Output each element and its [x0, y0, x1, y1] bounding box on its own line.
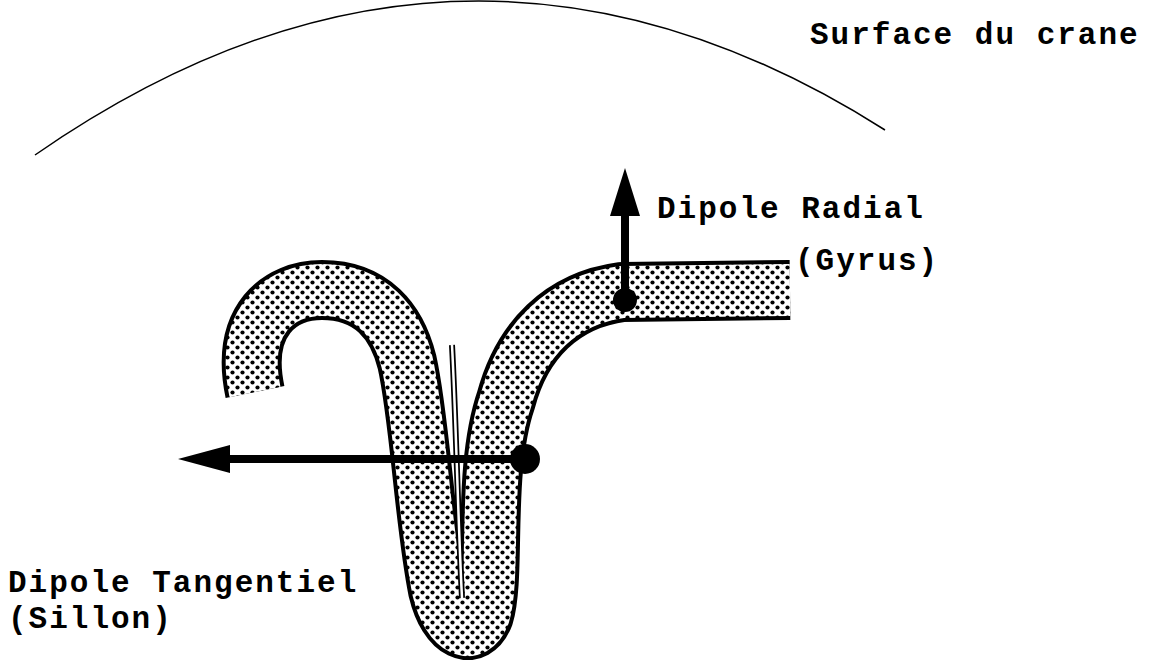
skull-label: Surface du crane — [810, 18, 1140, 54]
tangential-dipole-shaft — [225, 455, 525, 463]
region-label: (Sillon) — [8, 602, 173, 638]
radial-dipole-dot — [613, 288, 637, 312]
dipole-label: Dipole Radial — [657, 192, 925, 228]
sulcus-gap — [452, 345, 462, 598]
tangential-dipole-dot — [510, 444, 540, 474]
tangential-dipole-head — [178, 445, 230, 473]
region-label: (Gyrus) — [795, 244, 939, 280]
radial-dipole-shaft — [621, 212, 629, 300]
radial-dipole-head — [610, 168, 640, 216]
sulcus-gap-inner — [452, 345, 462, 598]
skull-surface — [35, 1, 885, 155]
dipole-label: Dipole Tangentiel — [8, 566, 358, 602]
